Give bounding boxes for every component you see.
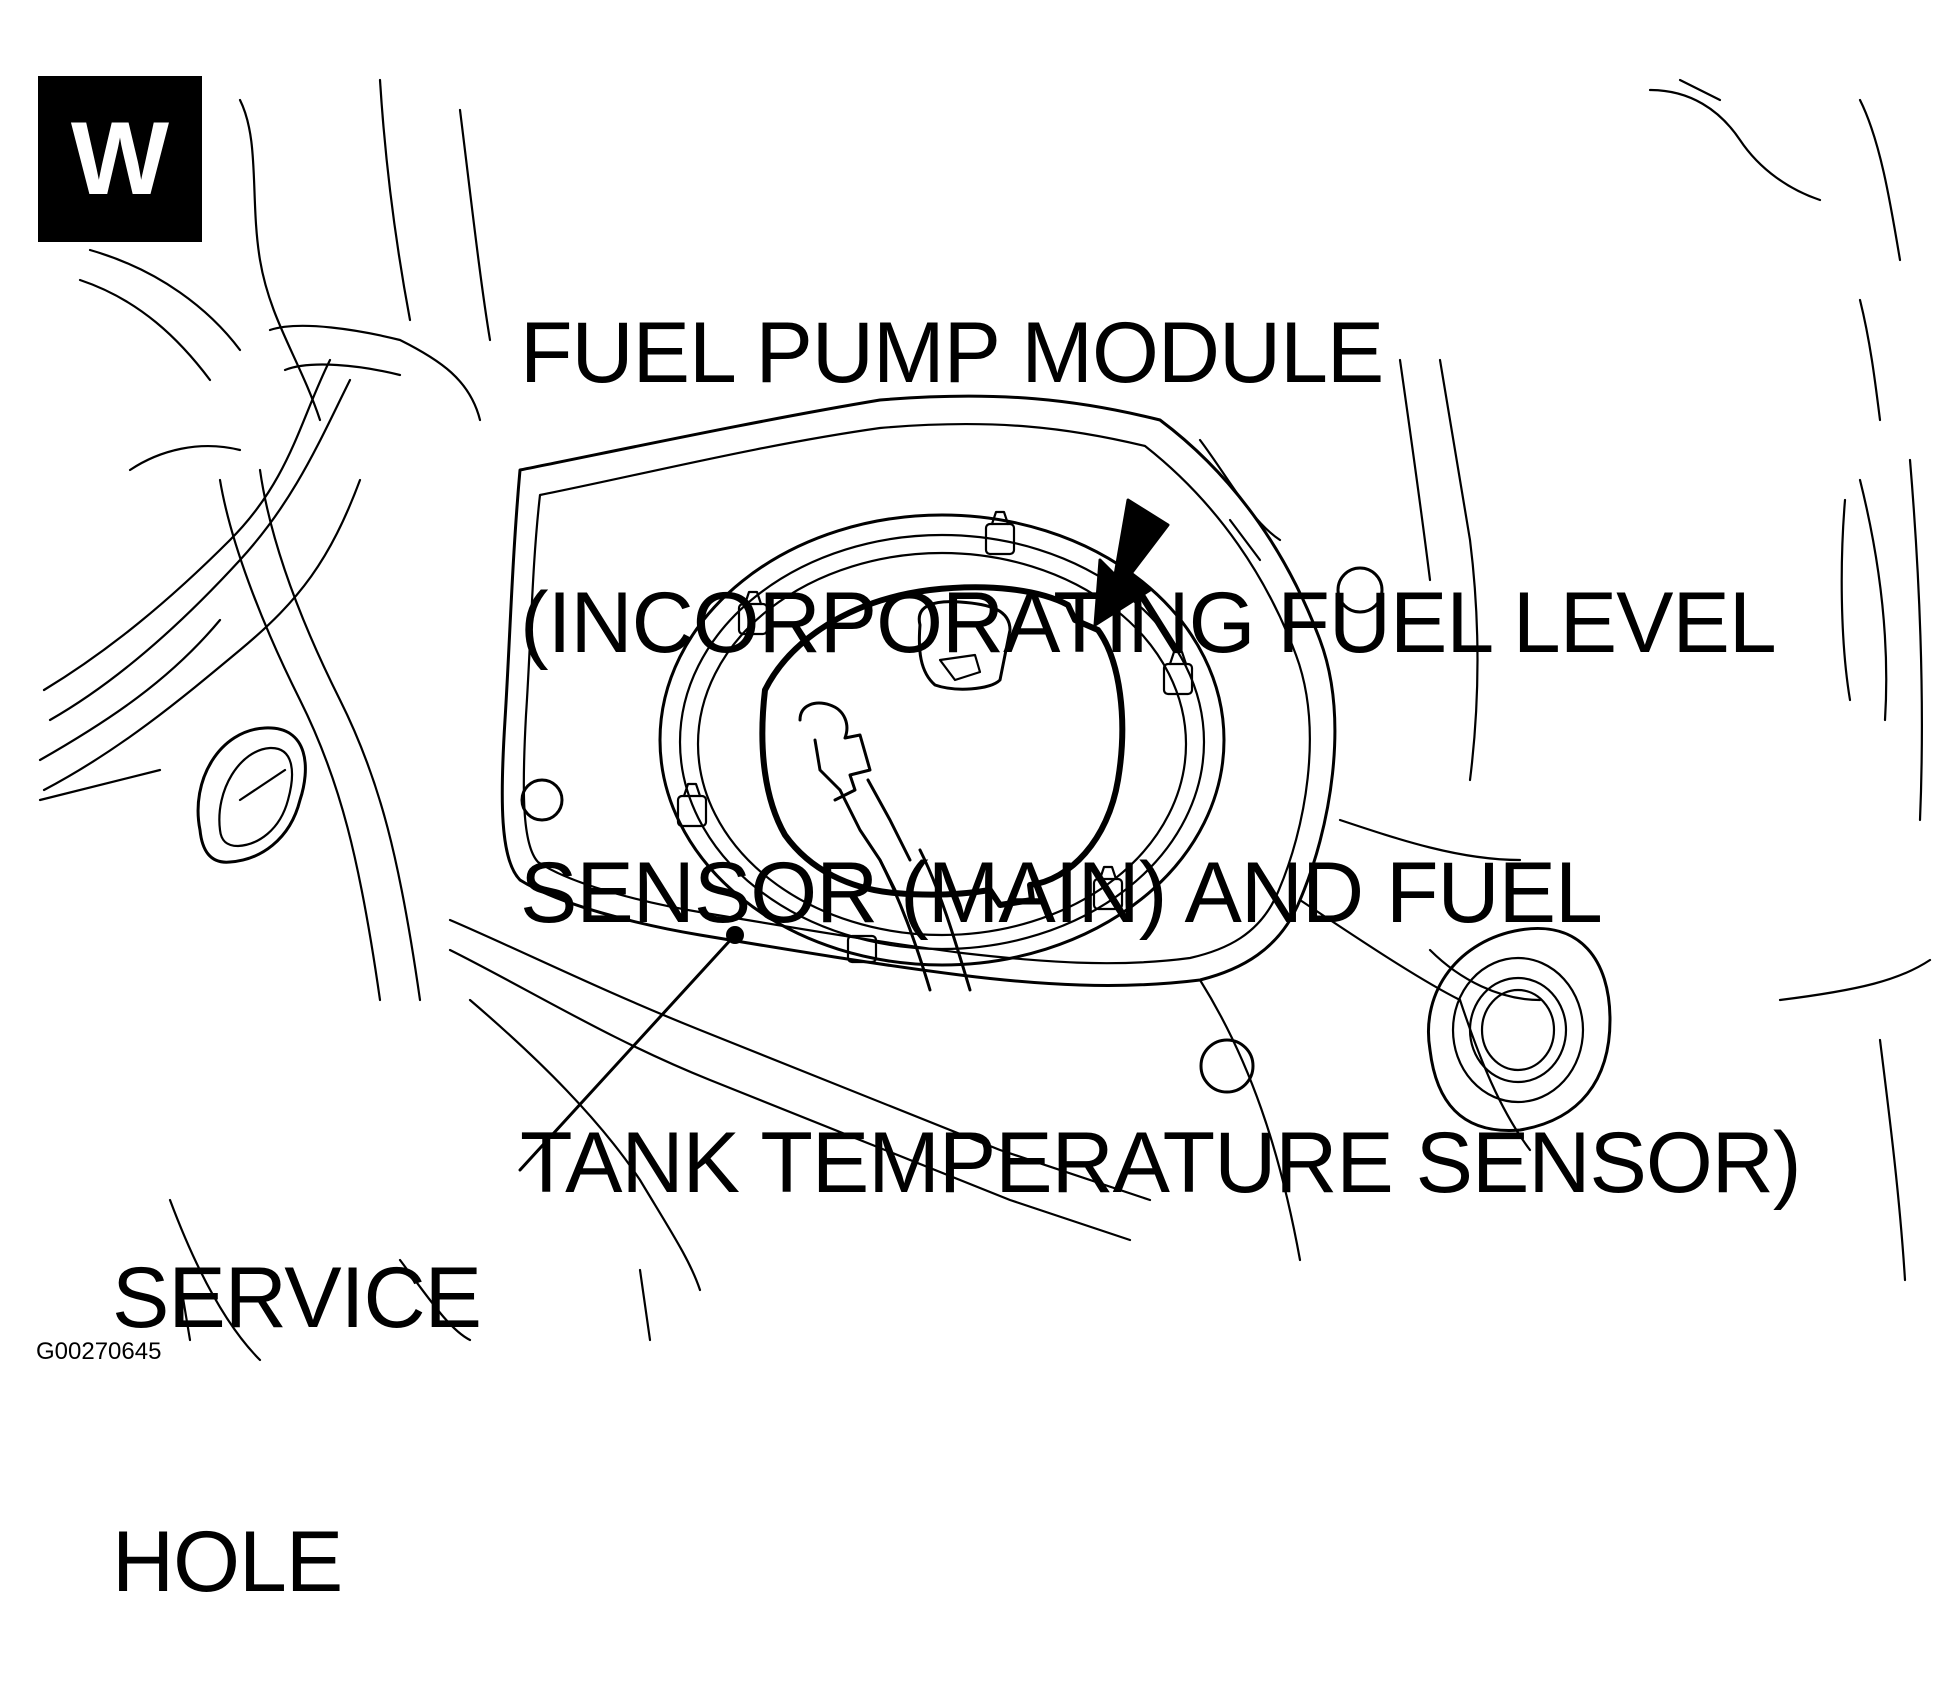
- fuel-pump-module-cap: [759, 584, 1126, 992]
- left-body-linework: [38, 78, 652, 1362]
- fuel-pump-module-callout-line: TANK TEMPERATURE SENSOR): [520, 1115, 1801, 1211]
- service-hole-callout-line: SERVICE: [112, 1250, 482, 1346]
- fuel-pump-illustration: [38, 78, 1932, 1362]
- fuel-pump-module-arrow: [1093, 498, 1170, 627]
- view-letter-badge: W: [38, 76, 202, 242]
- floor-contours: [448, 818, 1522, 1292]
- fuel-pump-module-callout-line: (INCORPORATING FUEL LEVEL: [520, 575, 1777, 671]
- right-body-linework: [1198, 78, 1932, 1282]
- service-hole-leader: [518, 926, 744, 1172]
- service-panel-outline: [500, 394, 1384, 1094]
- fuel-pump-flange: [658, 513, 1226, 967]
- figure-code: G00270645: [36, 1338, 162, 1365]
- fuel-pump-module-callout: FUEL PUMP MODULE (INCORPORATING FUEL LEV…: [520, 128, 1801, 1298]
- left-drain-plug: [196, 726, 307, 864]
- service-hole-callout-line: HOLE: [112, 1514, 343, 1610]
- fuel-pump-module-callout-line: FUEL PUMP MODULE: [520, 305, 1384, 401]
- service-hole-callout: SERVICE HOLE: [112, 1078, 482, 1694]
- fuel-pump-module-callout-line: SENSOR (MAIN) AND FUEL: [520, 845, 1603, 941]
- flange-bolts: [676, 510, 1194, 964]
